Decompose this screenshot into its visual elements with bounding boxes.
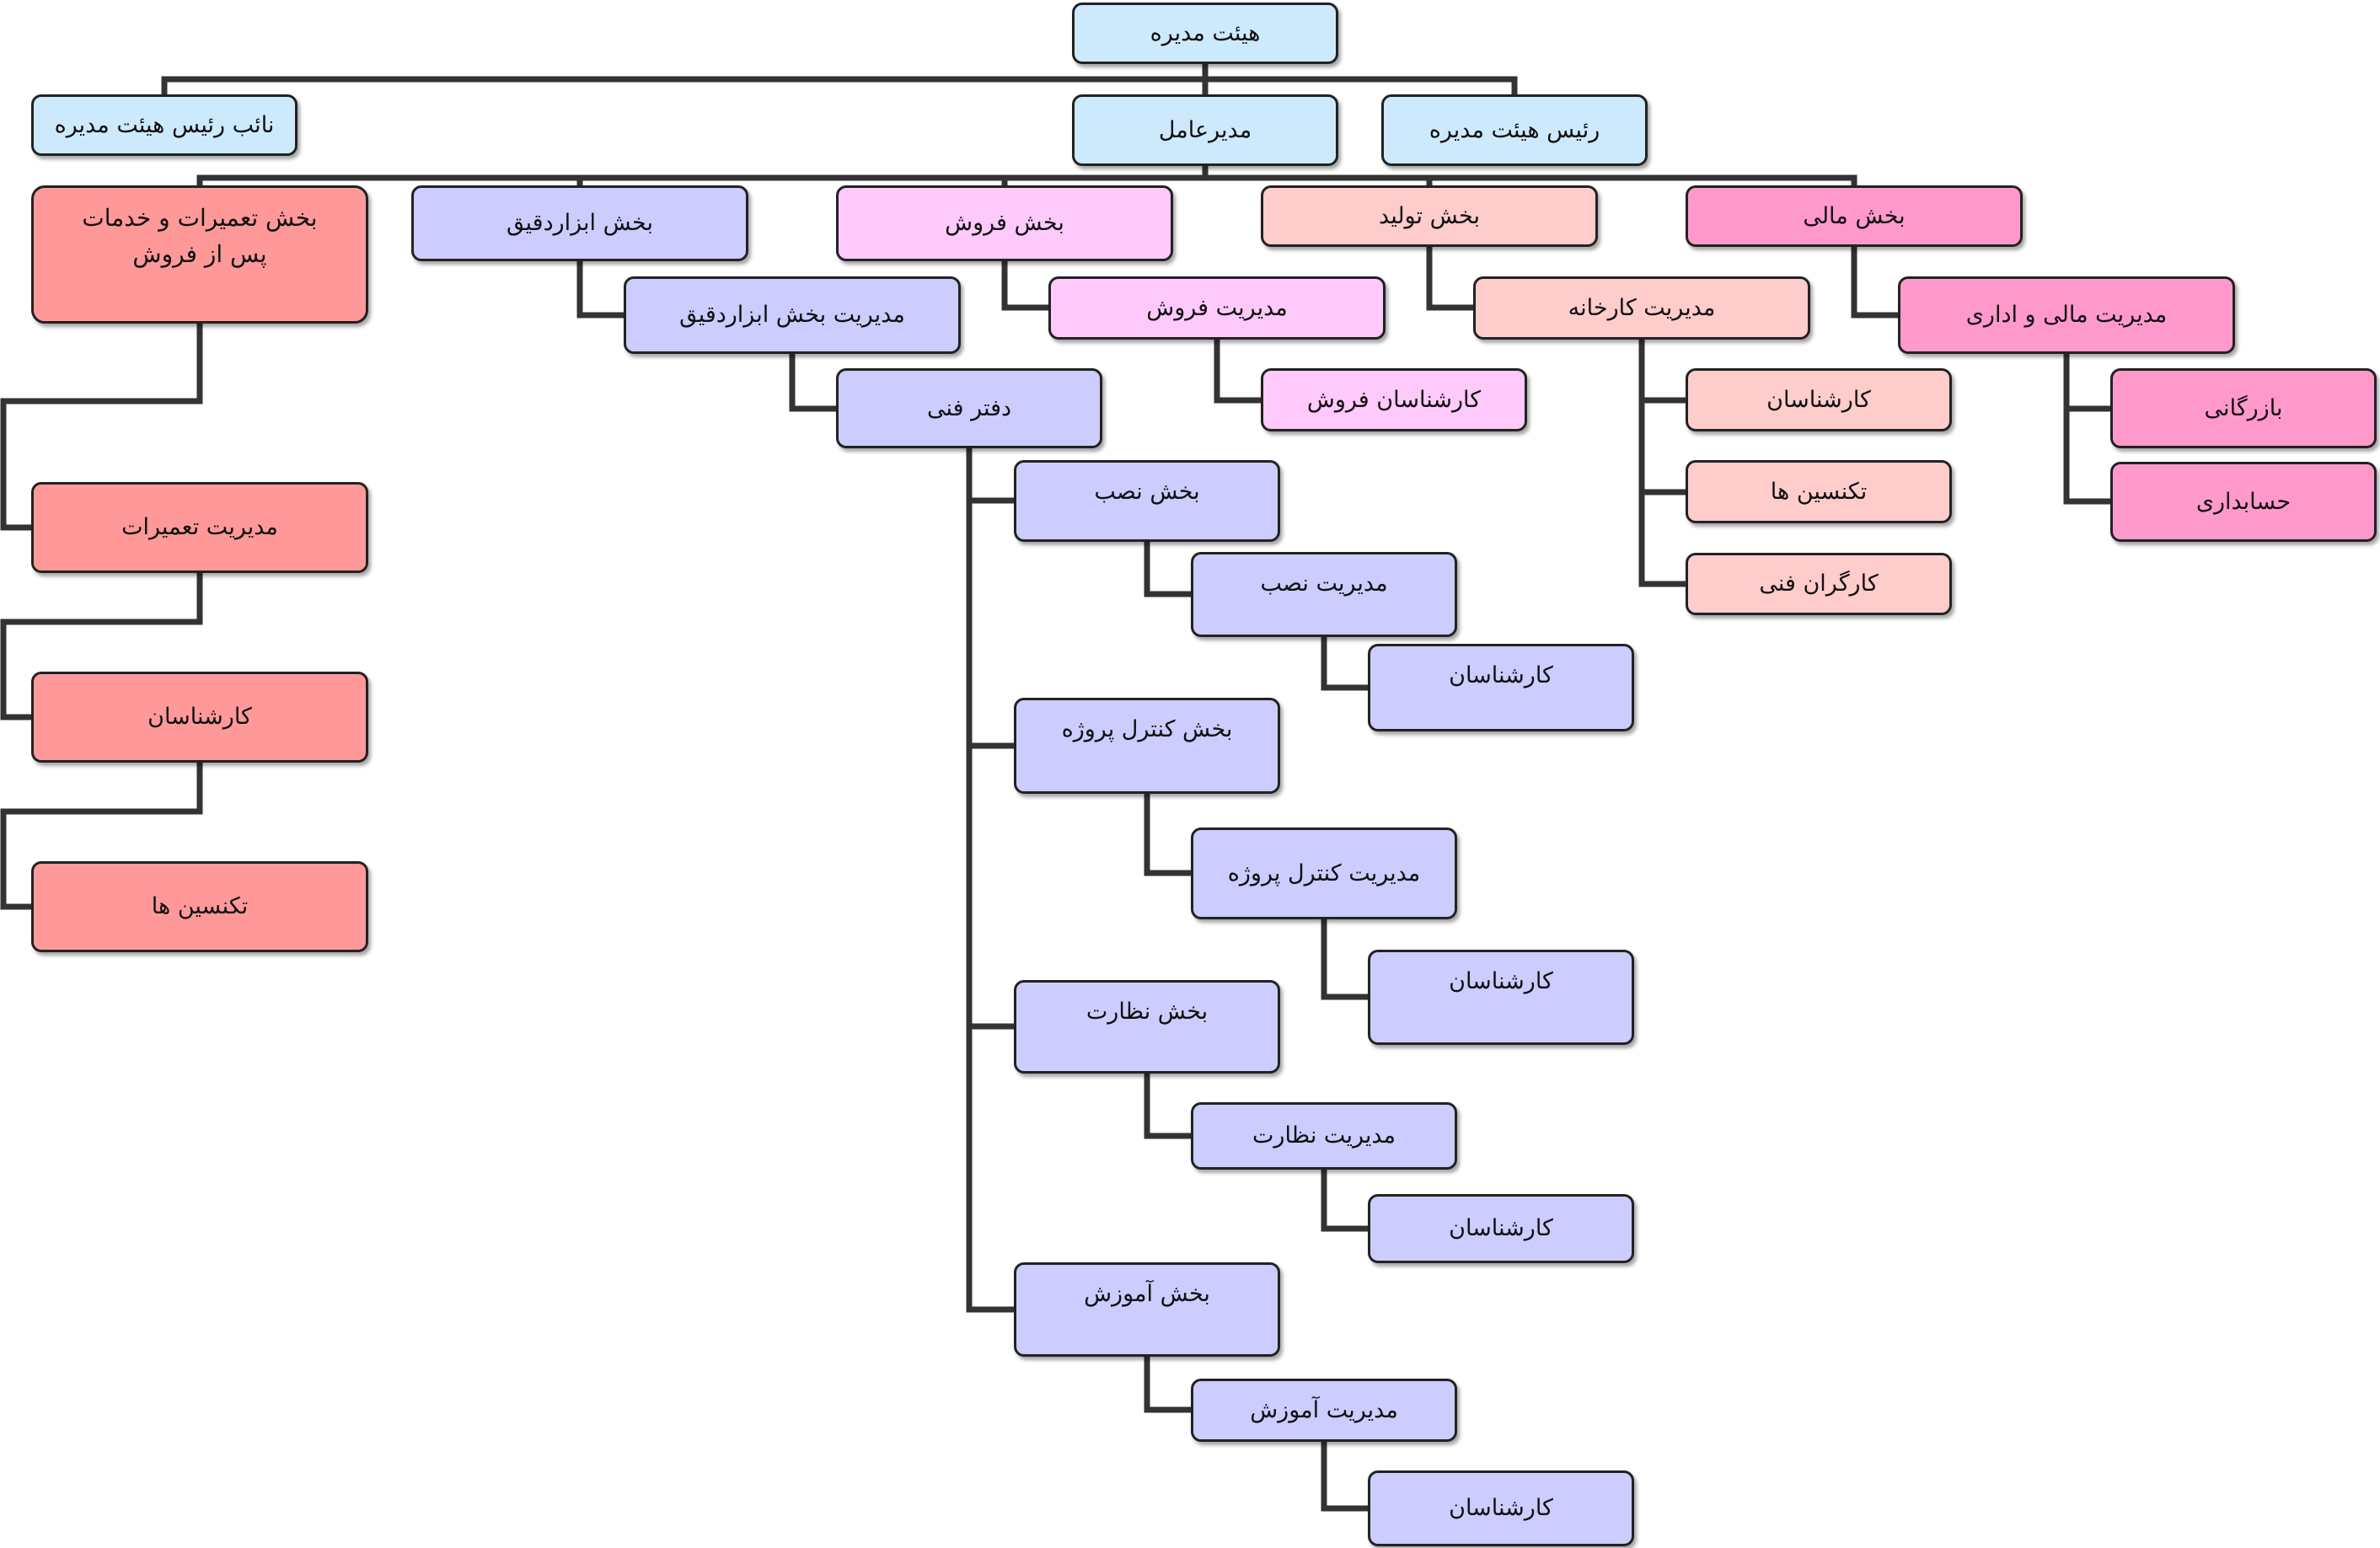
node-commerce: بازرگانی: [2110, 368, 2377, 448]
node-ceo: مدیرعامل: [1072, 94, 1338, 166]
node-training-experts: کارشناسان: [1368, 1470, 1634, 1546]
node-supervision-mgmt: مدیریت نظارت: [1191, 1102, 1457, 1170]
node-production-dept: بخش تولید: [1261, 185, 1598, 247]
node-repairs-experts: کارشناسان: [31, 672, 368, 763]
node-tools-dept: بخش ابزاردقیق: [411, 185, 748, 261]
node-control-dept: بخش کنترل پروژه: [1014, 698, 1280, 794]
node-supervision-experts: کارشناسان: [1368, 1194, 1634, 1263]
node-training-mgmt: مدیریت آموزش: [1191, 1379, 1457, 1442]
node-sales-dept: بخش فروش: [836, 185, 1173, 261]
node-supervision-dept: بخش نظارت: [1014, 980, 1280, 1074]
node-factory-experts: کارشناسان: [1686, 368, 1952, 431]
node-training-dept: بخش آموزش: [1014, 1262, 1280, 1357]
node-tools-mgmt: مدیریت بخش ابزاردقیق: [624, 276, 961, 354]
node-install-mgmt: مدیریت نصب: [1191, 552, 1457, 637]
node-factory-workers: کارگران فنی: [1686, 553, 1952, 615]
node-control-experts: کارشناسان: [1368, 950, 1634, 1045]
node-chair: رئیس هیئت مدیره: [1381, 94, 1648, 166]
node-finance-admin-mgmt: مدیریت مالی و اداری: [1898, 276, 2235, 354]
node-repairs-technicians: تکنسین ها: [31, 861, 368, 952]
node-factory-mgmt: مدیریت کارخانه: [1473, 276, 1810, 340]
node-install-experts: کارشناسان: [1368, 644, 1634, 731]
node-board: هیئت مدیره: [1072, 3, 1338, 64]
node-sales-experts: کارشناسان فروش: [1261, 368, 1527, 431]
node-repairs-mgmt: مدیریت تعمیرات: [31, 482, 368, 573]
node-control-mgmt: مدیریت کنترل پروژه: [1191, 828, 1457, 919]
node-repairs-dept: بخش تعمیرات و خدمات پس از فروش: [31, 185, 368, 324]
node-finance-dept: بخش مالی: [1686, 185, 2023, 247]
node-install-dept: بخش نصب: [1014, 460, 1280, 542]
node-sales-mgmt: مدیریت فروش: [1048, 276, 1386, 340]
node-accounting: حسابداری: [2110, 462, 2377, 542]
node-vice-chair: نائب رئیس هیئت مدیره: [31, 94, 298, 156]
node-factory-technicians: تکنسین ها: [1686, 460, 1952, 523]
node-technical-office: دفتر فنی: [836, 368, 1102, 448]
